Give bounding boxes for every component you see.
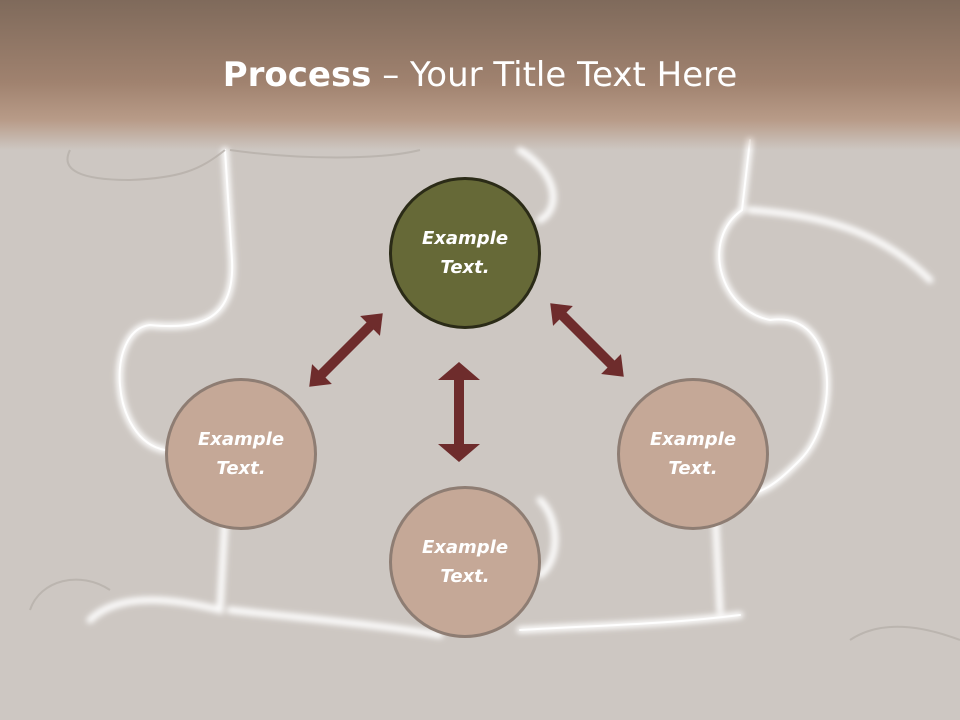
bottom-text-line1: Example bbox=[421, 537, 509, 558]
left-text-line2: Text. bbox=[216, 458, 266, 479]
center-text-line2: Text. bbox=[440, 257, 490, 278]
left-text-line1: Example bbox=[197, 429, 285, 450]
title-bar bbox=[0, 0, 960, 150]
bottom-text-line2: Text. bbox=[440, 566, 490, 587]
title-bold: Process bbox=[222, 55, 372, 95]
arrow-center-right bbox=[550, 303, 624, 377]
slide-title: Process – Your Title Text Here bbox=[0, 52, 960, 98]
center-text-line1: Example bbox=[421, 228, 509, 249]
arrow-center-left bbox=[309, 313, 383, 387]
title-rest: – Your Title Text Here bbox=[371, 55, 738, 95]
right-text-line1: Example bbox=[649, 429, 737, 450]
right-text-line2: Text. bbox=[668, 458, 718, 479]
arrow-center-bottom bbox=[438, 362, 480, 462]
